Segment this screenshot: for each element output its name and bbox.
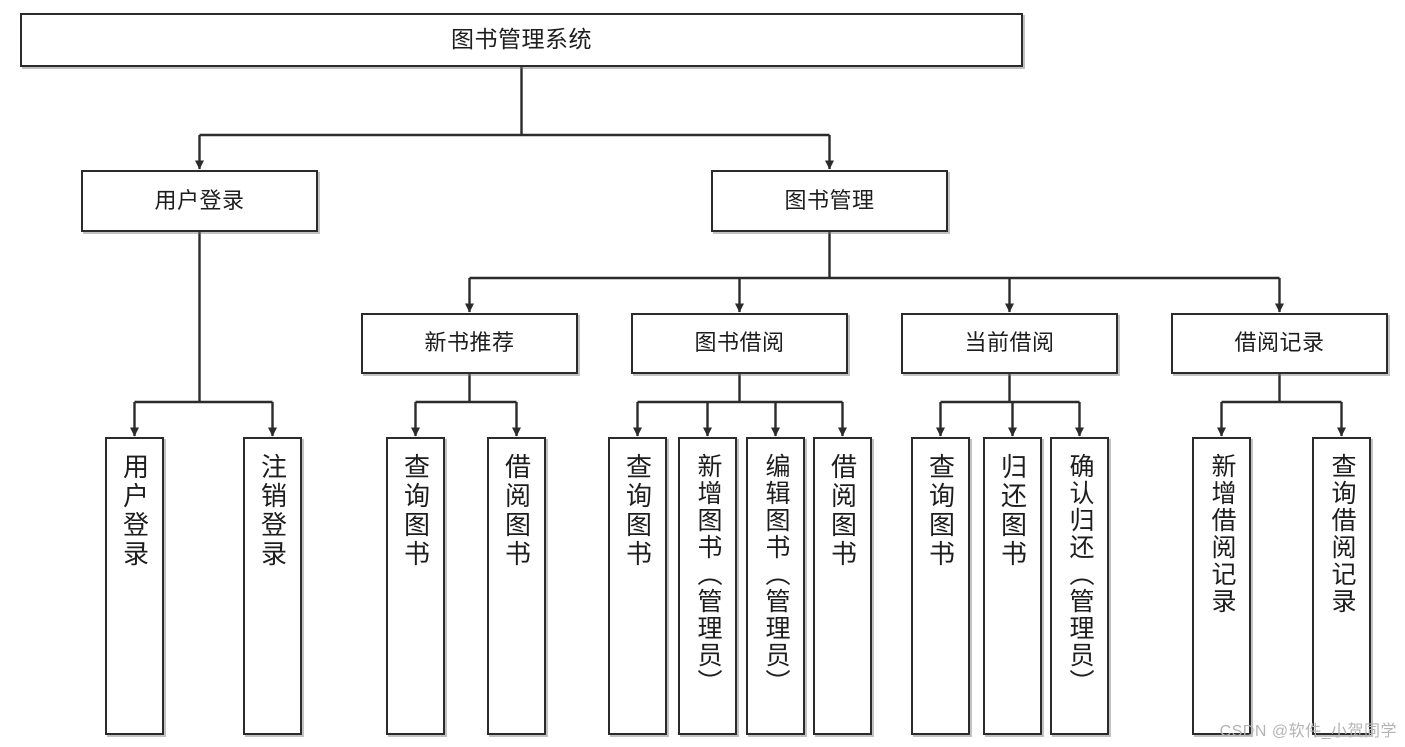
node-label: 用户登录 <box>154 187 245 213</box>
node-label: 图书管理 <box>784 187 875 213</box>
node-label: 用户登录 <box>119 453 150 569</box>
node-new-book-rec[interactable]: 新书推荐 <box>361 313 578 374</box>
csdn-watermark: CSDN @软件_小贺同学 <box>1219 723 1397 740</box>
node-label: 新书推荐 <box>424 330 515 356</box>
node-leaf-query-book-1[interactable]: 查询图书 <box>386 437 445 735</box>
node-leaf-user-login[interactable]: 用户登录 <box>105 437 164 735</box>
node-label: 查询借阅记录 <box>1328 453 1356 615</box>
node-leaf-borrow-book-2[interactable]: 借阅图书 <box>813 437 872 735</box>
node-label: 注销登录 <box>257 453 288 569</box>
node-leaf-return-book[interactable]: 归还图书 <box>983 437 1042 735</box>
node-leaf-edit-book[interactable]: 编辑图书（管理员） <box>746 437 805 735</box>
node-leaf-query-book-2[interactable]: 查询图书 <box>608 437 667 735</box>
node-root[interactable]: 图书管理系统 <box>20 13 1023 67</box>
node-label: 新增图书（管理员） <box>694 453 722 696</box>
node-label: 图书管理系统 <box>451 26 592 53</box>
node-label: 借阅图书 <box>827 453 858 569</box>
node-label: 图书借阅 <box>694 330 785 356</box>
node-label: 查询图书 <box>400 453 431 569</box>
node-label: 借阅图书 <box>501 453 532 569</box>
node-book-borrow[interactable]: 图书借阅 <box>631 313 848 374</box>
node-leaf-confirm-ret[interactable]: 确认归还（管理员） <box>1050 437 1109 735</box>
node-user-login[interactable]: 用户登录 <box>81 170 318 232</box>
node-leaf-query-book-3[interactable]: 查询图书 <box>911 437 970 735</box>
node-label: 确认归还（管理员） <box>1066 453 1094 696</box>
node-leaf-add-record[interactable]: 新增借阅记录 <box>1192 437 1251 735</box>
node-label: 查询图书 <box>925 453 956 569</box>
node-book-manage[interactable]: 图书管理 <box>711 170 948 232</box>
node-label: 归还图书 <box>997 453 1028 569</box>
node-leaf-borrow-book-1[interactable]: 借阅图书 <box>487 437 546 735</box>
node-current-borrow[interactable]: 当前借阅 <box>901 313 1118 374</box>
node-leaf-query-record[interactable]: 查询借阅记录 <box>1312 437 1371 735</box>
node-borrow-record[interactable]: 借阅记录 <box>1171 313 1388 374</box>
node-label: 查询图书 <box>622 453 653 569</box>
node-label: 新增借阅记录 <box>1208 453 1236 615</box>
node-label: 当前借阅 <box>964 330 1055 356</box>
node-leaf-user-logout[interactable]: 注销登录 <box>243 437 302 735</box>
node-leaf-add-book[interactable]: 新增图书（管理员） <box>678 437 737 735</box>
node-label: 借阅记录 <box>1234 330 1325 356</box>
node-label: 编辑图书（管理员） <box>762 453 790 696</box>
